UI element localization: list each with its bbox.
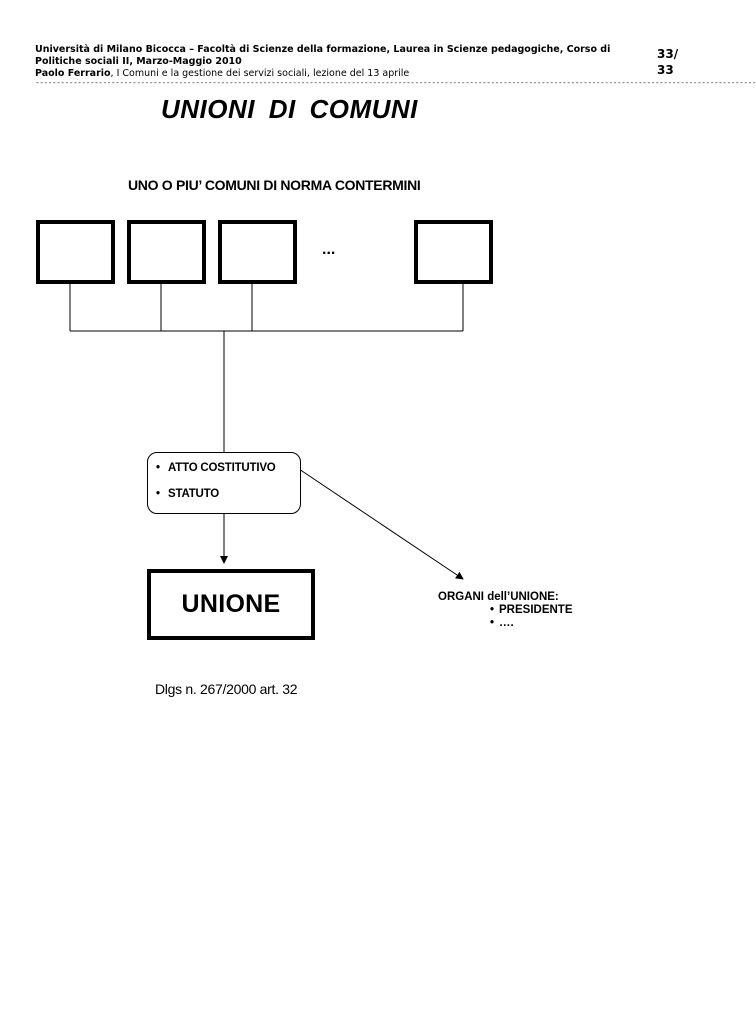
organi-list: ORGANI dell’UNIONE: • PRESIDENTE • …. <box>438 591 573 630</box>
organi-item-presidente: • PRESIDENTE <box>438 604 573 617</box>
author-name: Paolo Ferrario <box>35 68 111 79</box>
page-number-current: 33/ <box>657 47 679 61</box>
header-line-1: Università di Milano Bicocca – Facoltà d… <box>35 44 611 55</box>
bullet-icon: • <box>156 488 160 500</box>
organi-item-label: …. <box>499 617 514 629</box>
bullet-icon: • <box>490 617 495 629</box>
unione-label: UNIONE <box>181 590 281 618</box>
comune-box-3 <box>218 220 297 284</box>
header-line-3: Paolo Ferrario, I Comuni e la gestione d… <box>35 68 635 80</box>
connector-lines <box>69 284 464 580</box>
more-comuni-ellipsis: ... <box>322 241 336 258</box>
comune-box-n <box>414 220 493 284</box>
organi-item-more: • …. <box>438 617 573 630</box>
bullet-icon: • <box>156 462 160 474</box>
lecture-info: , I Comuni e la gestione dei servizi soc… <box>110 68 410 79</box>
atto-costitutivo-label: ATTO COSTITUTIVO <box>168 462 276 474</box>
page-number: 33/ 33 <box>657 46 697 77</box>
header-rule: ----------------------------------------… <box>35 78 756 87</box>
page-number-total: 33 <box>657 63 674 77</box>
comune-box-2 <box>127 220 206 284</box>
legal-reference: Dlgs n. 267/2000 art. 32 <box>155 681 298 697</box>
organi-title: ORGANI dell’UNIONE: <box>438 591 559 603</box>
document-header: Università di Milano Bicocca – Facoltà d… <box>35 44 635 80</box>
diagram-subtitle: UNO O PIU’ COMUNI DI NORMA CONTERMINI <box>128 177 421 193</box>
atto-costitutivo-item: • ATTO COSTITUTIVO <box>156 462 276 474</box>
bullet-icon: • <box>490 604 495 616</box>
atto-statuto-box: • ATTO COSTITUTIVO • STATUTO <box>147 452 301 514</box>
header-line-2: Politiche sociali II, Marzo-Maggio 2010 <box>35 56 242 67</box>
unione-box: UNIONE <box>147 569 315 640</box>
statuto-item: • STATUTO <box>156 488 219 500</box>
organi-item-label: PRESIDENTE <box>499 604 573 616</box>
statuto-label: STATUTO <box>168 488 219 500</box>
comune-box-1 <box>36 220 115 284</box>
diagram-title: UNIONI DI COMUNI <box>161 94 418 124</box>
arrow-to-organi <box>298 468 464 580</box>
